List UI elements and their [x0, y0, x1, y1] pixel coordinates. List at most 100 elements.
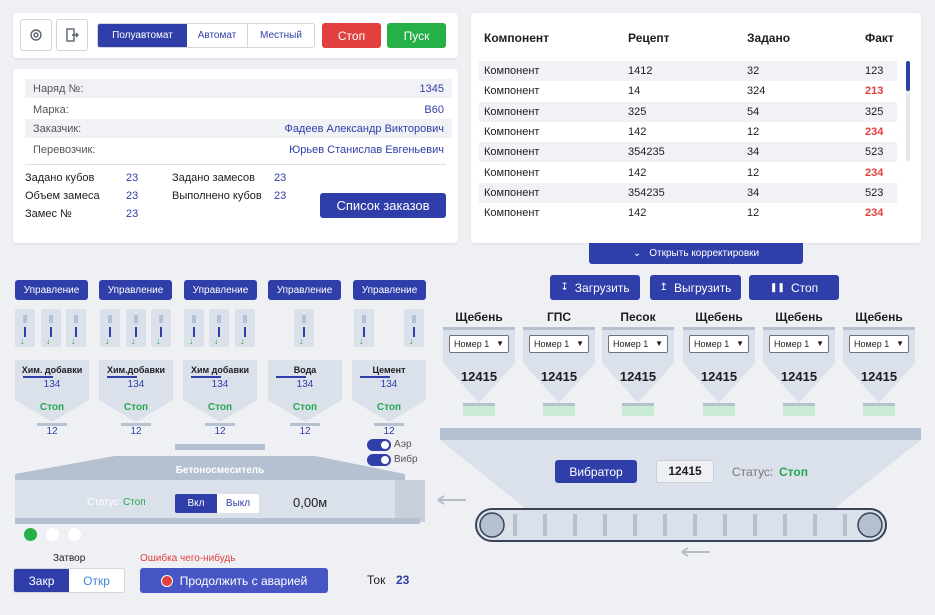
- bin-title: Песок: [620, 310, 656, 324]
- mixer-base: [15, 524, 103, 544]
- bin-select[interactable]: Номер 1▼: [449, 335, 509, 353]
- gate-open-button[interactable]: Откр: [69, 569, 124, 592]
- table-cell: 325: [628, 105, 647, 118]
- dosing-hopper-chem-2: Хим.добавки 134 Стоп 12: [99, 360, 173, 437]
- table-cell: Компонент: [484, 146, 540, 159]
- table-cell: 34: [747, 146, 760, 159]
- valve[interactable]: ↓: [354, 309, 374, 347]
- arrow-left-icon: [437, 495, 466, 505]
- valve[interactable]: ↓: [209, 309, 229, 347]
- valve[interactable]: ↓: [294, 309, 314, 347]
- control-button-5[interactable]: Управление: [353, 280, 426, 300]
- load-button[interactable]: ↧Загрузить: [550, 275, 640, 300]
- hopper-foot-value: 12: [290, 423, 320, 437]
- bin-select[interactable]: Номер 1▼: [608, 335, 668, 353]
- bin-outlet: [703, 403, 735, 416]
- scrollbar-thumb[interactable]: [906, 61, 910, 91]
- bin-select[interactable]: Номер 1▼: [689, 335, 749, 353]
- chevron-down-icon: ⌄: [632, 248, 642, 259]
- weigher-value: 12415: [656, 460, 714, 483]
- hopper-name: Хим. добавки: [21, 365, 83, 375]
- table-cell: 142: [628, 166, 647, 179]
- mode-semi-auto-button[interactable]: Полуавтомат: [98, 24, 187, 47]
- hopper-status: Стоп: [207, 402, 233, 413]
- valve[interactable]: ↓: [235, 309, 255, 347]
- table-cell: 14: [628, 85, 641, 98]
- stat-label: Задано замесов: [172, 172, 255, 184]
- valve[interactable]: ↓: [15, 309, 35, 347]
- hopper-value: 134: [43, 379, 61, 390]
- aggregate-bin-4: Щебень Номер 1▼ 12415: [683, 310, 755, 420]
- chevron-down-icon: ▼: [896, 339, 904, 348]
- table-cell: Компонент: [484, 166, 540, 179]
- vibration-toggle[interactable]: [367, 454, 391, 466]
- bin-outlet: [863, 403, 895, 416]
- start-button[interactable]: Пуск: [387, 23, 446, 48]
- control-button-4[interactable]: Управление: [268, 280, 341, 300]
- level-bar: [191, 376, 221, 378]
- valve[interactable]: ↓: [41, 309, 61, 347]
- valve[interactable]: ↓: [404, 309, 424, 347]
- pause-stop-button[interactable]: ❚❚Стоп: [749, 275, 839, 300]
- aggregate-bin-1: Щебень Номер 1▼ 12415: [443, 310, 515, 420]
- table-cell: 213: [865, 85, 884, 98]
- status-dot: [68, 528, 81, 541]
- aeration-toggle[interactable]: [367, 439, 391, 451]
- col-header: Компонент: [484, 31, 549, 45]
- aggregate-bin-2: ГПС Номер 1▼ 12415: [523, 310, 595, 420]
- dosing-hopper-chem-1: Хим. добавки 134 Стоп 12: [15, 360, 89, 437]
- aggregate-bin-5: Щебень Номер 1▼ 12415: [763, 310, 835, 420]
- table-cell: Компонент: [484, 207, 540, 220]
- valve[interactable]: ↓: [126, 309, 146, 347]
- mixer-on-button[interactable]: Вкл: [175, 494, 217, 513]
- open-corrections-button[interactable]: ⌄Открыть корректировки: [589, 243, 803, 264]
- valve[interactable]: ↓: [100, 309, 120, 347]
- table-cell: 142: [628, 207, 647, 220]
- bin-title: Щебень: [695, 310, 743, 324]
- valve[interactable]: ↓: [184, 309, 204, 347]
- current-value: 23: [396, 573, 410, 587]
- level-bar: [23, 376, 53, 378]
- gate-close-button[interactable]: Закр: [14, 569, 69, 592]
- stop-button[interactable]: Стоп: [322, 23, 381, 48]
- bin-select[interactable]: Номер 1▼: [769, 335, 829, 353]
- table-cell: 234: [865, 166, 884, 179]
- control-button-1[interactable]: Управление: [15, 280, 88, 300]
- dosing-hopper-chem-3: Хим добавки 134 Стоп 12: [183, 360, 257, 437]
- scrollbar[interactable]: [906, 61, 910, 161]
- valve[interactable]: ↓: [151, 309, 171, 347]
- continue-with-fault-button[interactable]: Продолжить с аварией: [140, 568, 328, 593]
- table-cell: 1412: [628, 65, 653, 77]
- orders-list-button[interactable]: Список заказов: [320, 193, 446, 218]
- gate-label: Затвор: [53, 553, 86, 564]
- bin-value: 12415: [460, 369, 498, 384]
- chevron-down-icon: ▼: [736, 339, 744, 348]
- order-panel: Наряд №:1345 Марка:B60 Заказчик:Фадеев А…: [13, 69, 458, 243]
- table-cell: Компонент: [484, 105, 540, 118]
- mode-auto-button[interactable]: Автомат: [187, 24, 248, 47]
- bin-title: Щебень: [775, 310, 823, 324]
- table-cell: 324: [747, 85, 766, 98]
- valve[interactable]: ↓: [66, 309, 86, 347]
- level-bar: [360, 376, 390, 378]
- mode-local-button[interactable]: Местный: [260, 30, 302, 41]
- control-button-2[interactable]: Управление: [99, 280, 172, 300]
- hopper-name: Хим добавки: [190, 365, 250, 375]
- mixer-off-button[interactable]: Выкл: [217, 494, 259, 513]
- bin-value: 12415: [780, 369, 818, 384]
- chevron-down-icon: ▼: [816, 339, 824, 348]
- unload-button[interactable]: ↥Выгрузить: [650, 275, 741, 300]
- bin-value: 12415: [619, 369, 657, 384]
- bin-select[interactable]: Номер 1▼: [529, 335, 589, 353]
- mixer-title: Бетоносмеситель: [175, 465, 265, 476]
- settings-button[interactable]: [20, 19, 52, 51]
- chevron-down-icon: ▼: [496, 339, 504, 348]
- exit-button[interactable]: [56, 19, 88, 51]
- bin-select[interactable]: Номер 1▼: [849, 335, 909, 353]
- exit-icon: [66, 28, 79, 42]
- vibrator-button[interactable]: Вибратор: [555, 460, 637, 483]
- control-button-3[interactable]: Управление: [184, 280, 257, 300]
- mixer-switch: Вкл Выкл: [175, 494, 259, 513]
- level-bar: [276, 376, 306, 378]
- hopper-value: 134: [127, 379, 145, 390]
